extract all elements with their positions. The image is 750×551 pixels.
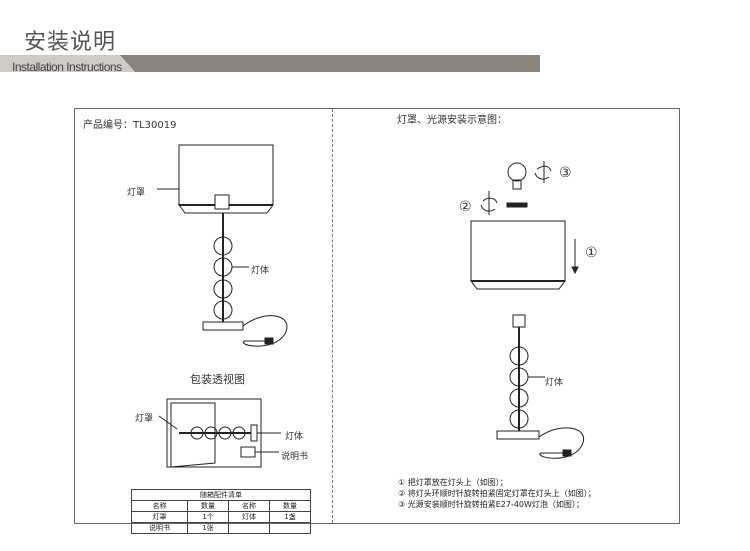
parts-cell — [269, 522, 311, 534]
marker-3: ③ — [559, 165, 572, 181]
label-body-left: 灯体 — [251, 266, 270, 276]
parts-header: 名称 — [130, 500, 189, 512]
table-row: 说明书 1张 — [130, 522, 311, 534]
left-lamp-shade — [178, 144, 274, 214]
package-diagram — [158, 398, 281, 468]
instruction-sheet: 产品编号：TL30019 灯罩 灯体 包装透视图 灯罩 灯体 说明书 随箱配件清… — [74, 108, 680, 534]
parts-cell: 灯体 — [228, 511, 270, 523]
label-shade-left: 灯罩 — [127, 188, 146, 198]
parts-table-title: 随箱配件清单 — [131, 489, 311, 501]
parts-cell — [228, 522, 270, 534]
parts-cell: 说明书 — [130, 522, 189, 534]
down-arrow-head-1 — [571, 266, 579, 275]
page-subtitle: Installation Instructions — [12, 60, 122, 74]
parts-cell: 灯罩 — [130, 511, 189, 523]
right-lamp-shade — [470, 220, 566, 290]
model-number: 产品编号：TL30019 — [83, 120, 177, 131]
install-step: ② 将灯头环顺时针旋转拍紧固定灯罩在灯头上（如图）； — [398, 489, 596, 498]
marker-2: ② — [459, 199, 472, 215]
install-step: ① 把灯罩放在灯头上（如图）； — [398, 478, 508, 487]
rotate-arrow-2 — [480, 197, 498, 212]
package-title: 包装透视图 — [190, 373, 245, 386]
label-body-package: 灯体 — [285, 432, 304, 442]
header-banner — [0, 55, 540, 72]
parts-header: 名称 — [228, 500, 270, 512]
table-row: 灯罩 1个 灯体 1盏 — [130, 511, 311, 523]
parts-header: 数量 — [187, 500, 230, 512]
parts-cell: 1个 — [187, 511, 230, 523]
label-manual-package: 说明书 — [281, 452, 309, 462]
parts-cell: 1盏 — [269, 511, 311, 523]
lamp-drawings — [157, 144, 584, 468]
label-body-right: 灯体 — [545, 378, 564, 388]
bulb-icon — [507, 162, 527, 190]
left-lamp-body — [202, 213, 288, 347]
rotate-arrow-3 — [534, 165, 552, 180]
lamp-ring — [506, 202, 528, 208]
page-title: 安装说明 — [24, 30, 117, 55]
install-step: ③ 光源安装顺时针旋转拍紧E27-40W灯泡（如图）； — [398, 500, 584, 509]
parts-cell: 1张 — [187, 522, 230, 534]
panel-divider — [332, 109, 333, 523]
parts-table: 随箱配件清单 名称 数量 名称 数量 灯罩 1个 灯体 1盏 说明书 1张 — [130, 489, 311, 534]
install-diagram-title: 灯罩、光源安装示意图： — [397, 115, 507, 126]
parts-header: 数量 — [269, 500, 311, 512]
marker-1: ① — [585, 245, 598, 261]
install-steps: ① 把灯罩放在灯头上（如图）； ② 将灯头环顺时针旋转拍紧固定灯罩在灯头上（如图… — [398, 477, 596, 510]
right-lamp-body — [496, 314, 584, 459]
label-shade-package: 灯罩 — [135, 414, 154, 424]
